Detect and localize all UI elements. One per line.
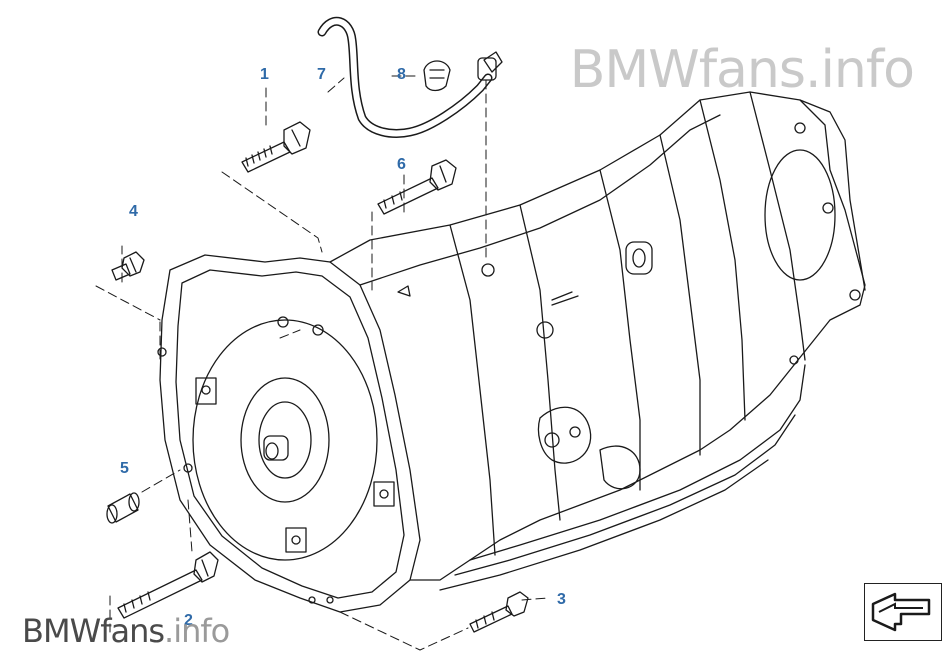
part-7-hose — [317, 16, 503, 138]
watermark-top: BMWfans.info — [569, 40, 915, 100]
leader-lines — [95, 75, 549, 651]
callout-2[interactable]: 2 — [184, 612, 193, 629]
watermark-brand: BMW — [569, 40, 700, 100]
watermark-tld: .info — [164, 612, 230, 650]
return-arrow-icon — [871, 592, 931, 632]
watermark-bottom: BMWfans.info — [22, 612, 230, 650]
part-6-bolt — [377, 159, 457, 215]
part-1-bolt — [241, 121, 311, 173]
part-5-sleeve — [106, 492, 140, 524]
part-8-clip — [423, 60, 451, 92]
callout-6[interactable]: 6 — [397, 156, 406, 173]
callout-labels: 1 2 3 4 5 6 7 8 — [120, 66, 566, 629]
watermark-mid: fans — [100, 612, 165, 650]
part-2-bolt — [117, 551, 219, 619]
part-3-bolt — [469, 591, 529, 633]
callout-3[interactable]: 3 — [557, 591, 566, 608]
callout-1[interactable]: 1 — [260, 66, 269, 83]
callout-8[interactable]: 8 — [397, 66, 406, 83]
callout-4[interactable]: 4 — [129, 203, 138, 220]
callout-7[interactable]: 7 — [317, 66, 326, 83]
callout-5[interactable]: 5 — [120, 460, 129, 477]
watermark-mid: fans — [698, 40, 806, 100]
watermark-brand: BMW — [22, 612, 101, 650]
part-4-bolt — [111, 251, 145, 281]
return-button[interactable] — [864, 583, 942, 641]
watermark-tld: .info — [804, 40, 915, 100]
transmission-housing — [157, 91, 866, 613]
